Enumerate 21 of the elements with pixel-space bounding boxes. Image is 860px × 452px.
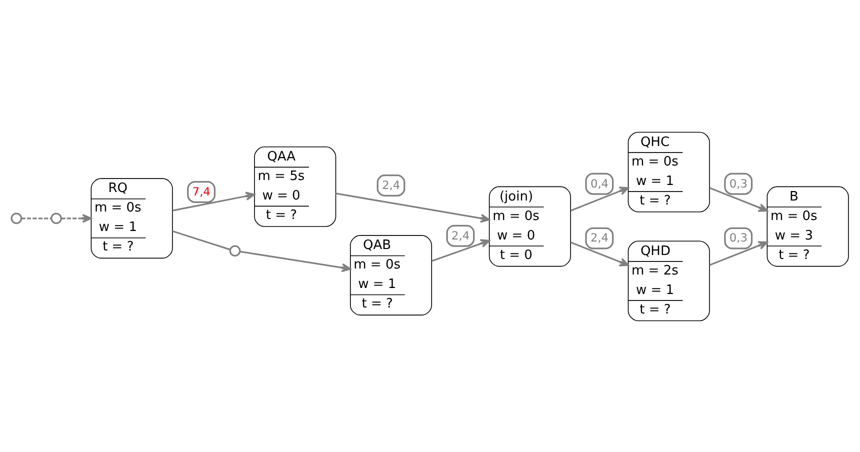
arrow bbox=[172, 191, 256, 211]
edge-label: 2,4 bbox=[452, 228, 470, 242]
node-circle bbox=[10, 212, 22, 224]
connector bbox=[172, 230, 230, 250]
arrow bbox=[336, 192, 490, 222]
arrow bbox=[240, 250, 352, 272]
arrow bbox=[61, 213, 92, 222]
arrow bbox=[709, 240, 768, 266]
arrow bbox=[570, 241, 629, 266]
arrow bbox=[570, 186, 629, 211]
edge-label: 7,4 bbox=[192, 184, 210, 198]
edge-label: 0,3 bbox=[729, 176, 748, 190]
arrow bbox=[709, 186, 768, 212]
edge-label: 0,4 bbox=[590, 176, 609, 190]
node-circle bbox=[229, 244, 241, 256]
edge-label: 2,4 bbox=[590, 230, 609, 244]
arrow bbox=[432, 238, 490, 262]
edge-label: 0,3 bbox=[729, 230, 748, 244]
node-circle bbox=[50, 212, 62, 224]
edge-label: 2,4 bbox=[382, 177, 400, 192]
connector bbox=[21, 217, 52, 219]
